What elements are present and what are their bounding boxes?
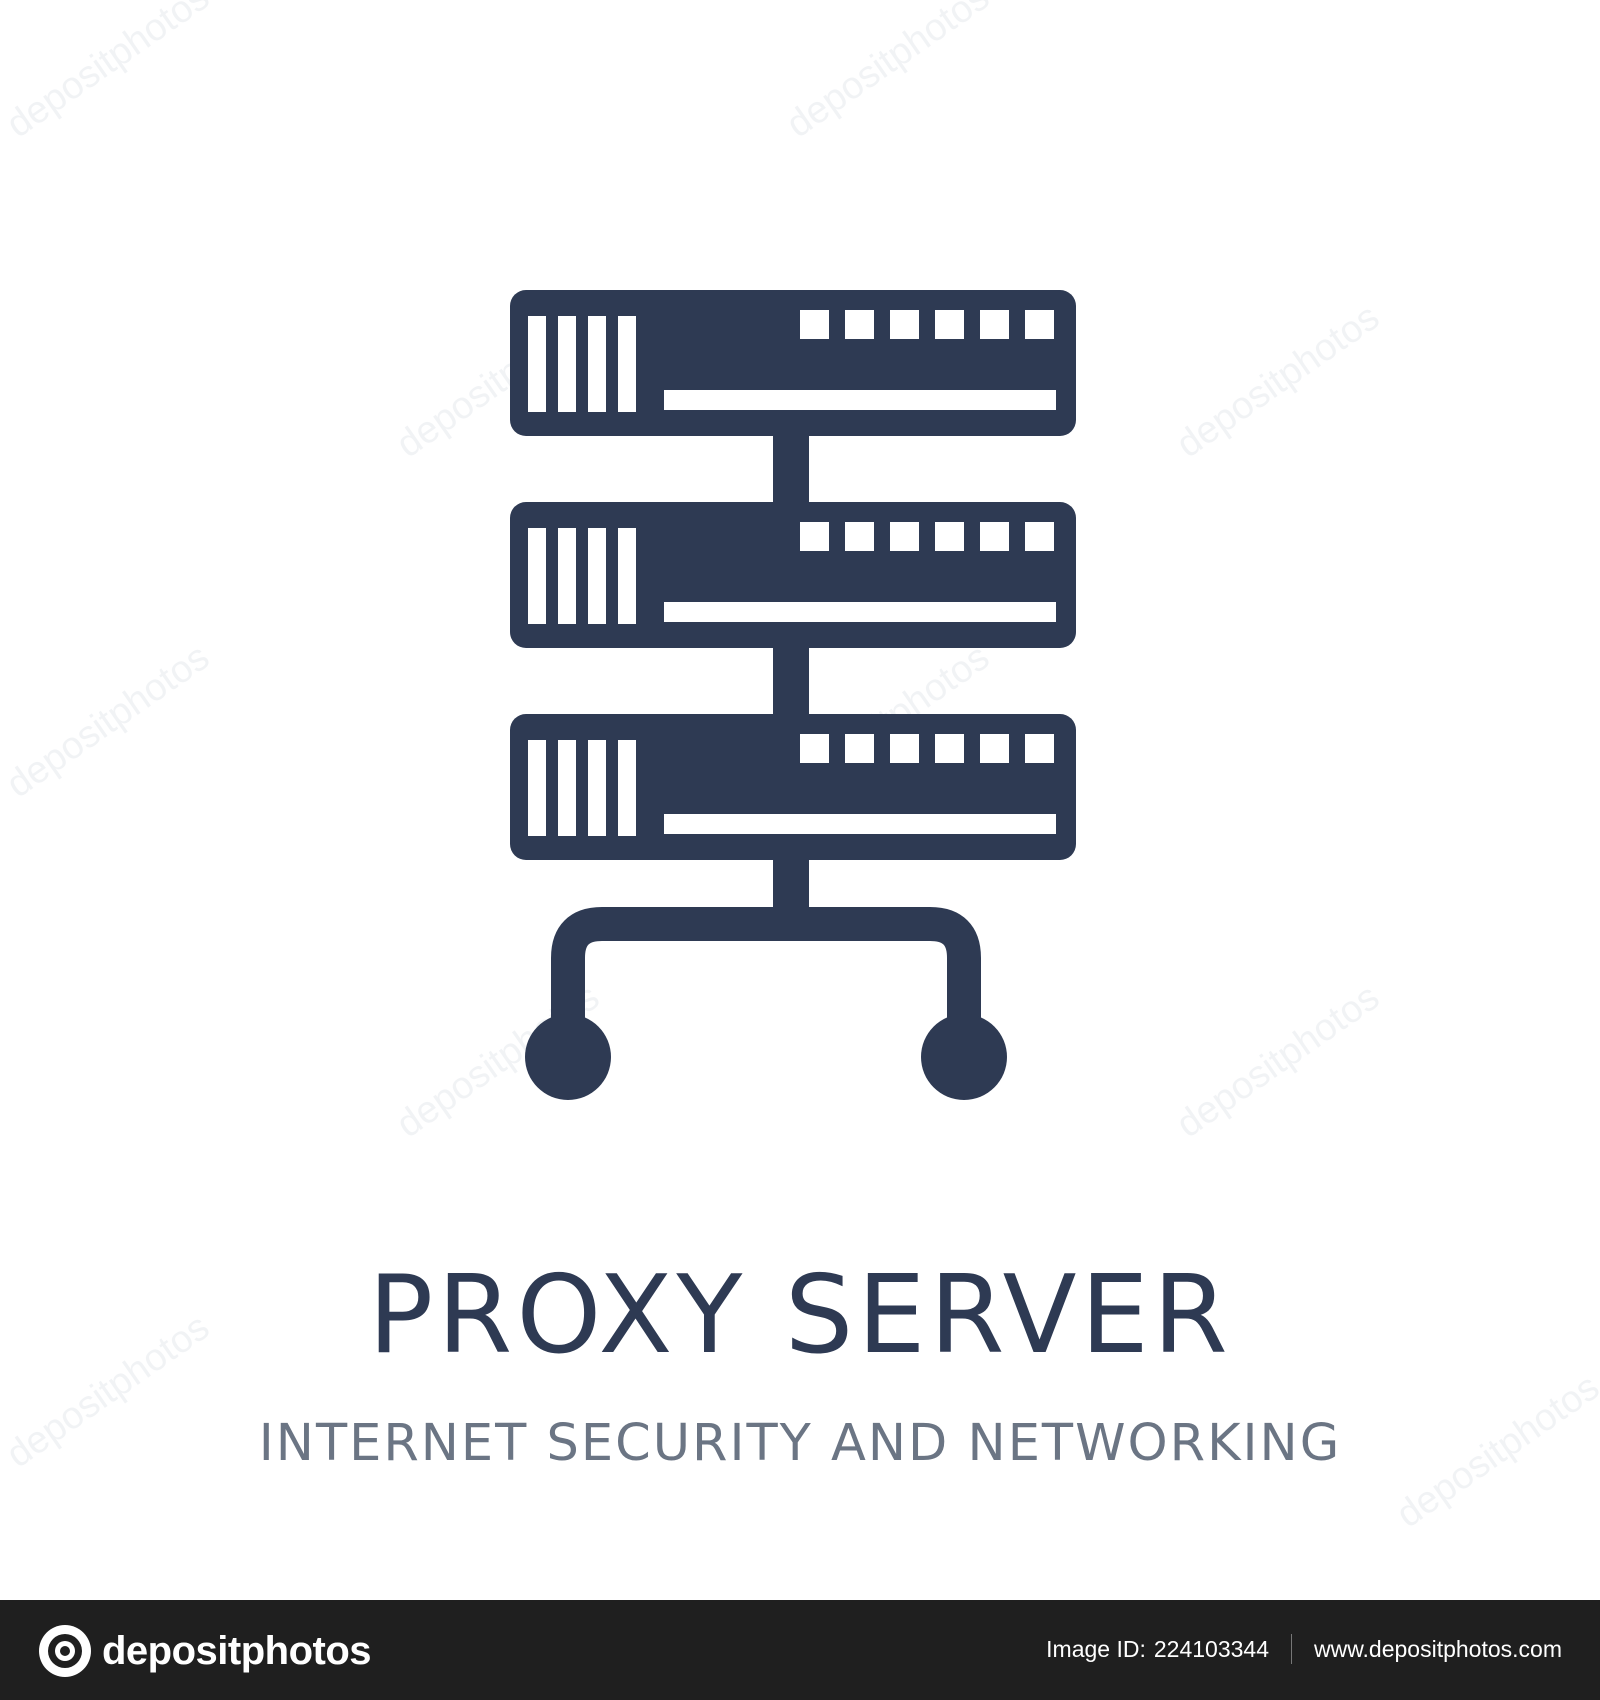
- vent-slot: [588, 528, 606, 624]
- watermark-text: depositphotos: [0, 0, 218, 147]
- status-led: [980, 734, 1009, 763]
- status-led: [980, 310, 1009, 339]
- watermark-text: depositphotos: [779, 0, 998, 147]
- vent-slot: [528, 528, 546, 624]
- image-id-label: Image ID:: [1046, 1635, 1146, 1662]
- camera-icon: [39, 1625, 91, 1677]
- status-led: [800, 734, 829, 763]
- vent-slot: [618, 316, 636, 412]
- stock-footer-bar: depositphotos Image ID: 224103344 www.de…: [0, 1600, 1600, 1700]
- status-led: [845, 734, 874, 763]
- watermark-text: depositphotos: [0, 636, 218, 807]
- status-led: [1025, 522, 1054, 551]
- status-led: [935, 734, 964, 763]
- icon-category: INTERNET SECURITY AND NETWORKING: [258, 1414, 1342, 1473]
- vent-slot: [588, 316, 606, 412]
- brand-name: depositphotos: [102, 1628, 372, 1673]
- network-branch: [551, 907, 981, 1028]
- connector-lines: [525, 436, 1007, 1100]
- connector-line: [773, 648, 809, 714]
- drive-bay-slot: [664, 814, 1056, 834]
- status-led: [935, 522, 964, 551]
- status-led: [845, 522, 874, 551]
- divider: [1290, 1634, 1292, 1664]
- server-rack: [510, 290, 1076, 860]
- status-led: [800, 522, 829, 551]
- brand-block: depositphotos: [38, 1624, 372, 1678]
- site-url: www.depositphotos.com: [1313, 1635, 1562, 1662]
- status-led: [980, 522, 1009, 551]
- watermark-text: depositphotos: [1169, 296, 1388, 467]
- status-led: [845, 310, 874, 339]
- status-led: [935, 310, 964, 339]
- network-node-right: [921, 1014, 1007, 1100]
- watermark-text: depositphotos: [1169, 976, 1388, 1147]
- status-led: [800, 310, 829, 339]
- vent-slot: [588, 740, 606, 836]
- status-led: [890, 310, 919, 339]
- network-node-left: [525, 1014, 611, 1100]
- status-led: [1025, 734, 1054, 763]
- server-unit: [510, 502, 1076, 648]
- status-led: [890, 734, 919, 763]
- vent-slot: [558, 316, 576, 412]
- icon-title: PROXY SERVER: [368, 1253, 1232, 1378]
- vent-slot: [558, 740, 576, 836]
- vent-slot: [618, 528, 636, 624]
- image-id-value: 224103344: [1153, 1635, 1269, 1662]
- vent-slot: [558, 528, 576, 624]
- proxy-server-icon: [510, 290, 1076, 1100]
- status-led: [890, 522, 919, 551]
- vent-slot: [528, 316, 546, 412]
- image-meta: Image ID: 224103344 www.depositphotos.co…: [1046, 1634, 1562, 1664]
- vent-slot: [528, 740, 546, 836]
- drive-bay-slot: [664, 602, 1056, 622]
- connector-line: [773, 436, 809, 502]
- server-unit: [510, 714, 1076, 860]
- vent-slot: [618, 740, 636, 836]
- server-unit: [510, 290, 1076, 436]
- status-led: [1025, 310, 1054, 339]
- drive-bay-slot: [664, 390, 1056, 410]
